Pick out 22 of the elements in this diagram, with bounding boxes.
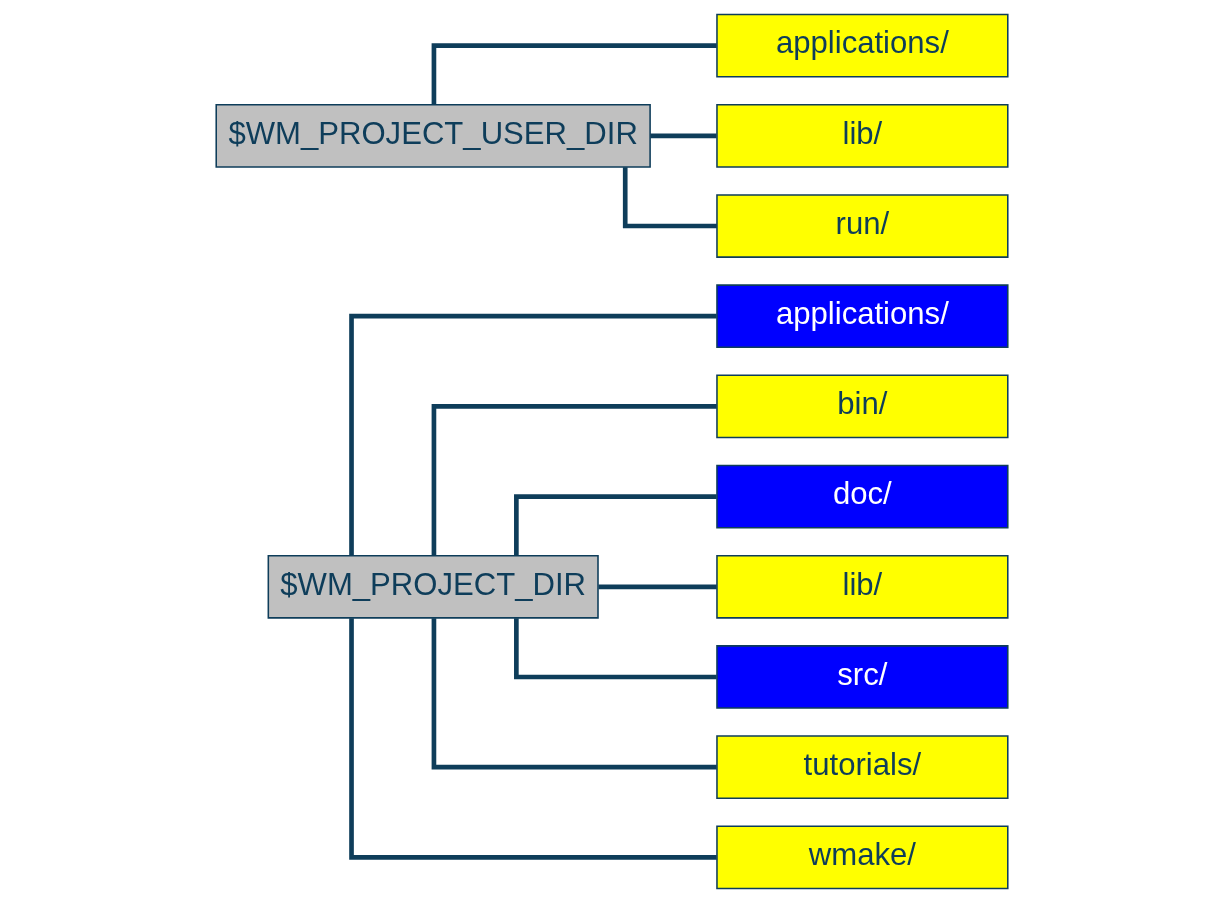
node-box: run/ xyxy=(716,194,1009,258)
connector xyxy=(622,167,717,229)
connector xyxy=(431,43,717,105)
connector xyxy=(349,618,717,860)
node-box: tutorials/ xyxy=(716,735,1009,800)
connector xyxy=(650,133,717,139)
node-box: $WM_PROJECT_DIR xyxy=(267,554,599,619)
connector xyxy=(598,584,717,590)
node-box: doc/ xyxy=(716,464,1009,529)
connector xyxy=(431,404,717,556)
connector xyxy=(514,618,717,680)
node-box: src/ xyxy=(716,645,1009,709)
node-box: wmake/ xyxy=(716,825,1009,890)
node-box: lib/ xyxy=(716,554,1009,619)
node-box: lib/ xyxy=(716,103,1009,168)
connector xyxy=(431,618,717,770)
node-box: $WM_PROJECT_USER_DIR xyxy=(215,103,651,168)
node-box: applications/ xyxy=(716,284,1009,349)
node-box: applications/ xyxy=(716,13,1009,78)
connector xyxy=(514,494,717,556)
node-box: bin/ xyxy=(716,374,1009,439)
connector xyxy=(349,313,717,556)
